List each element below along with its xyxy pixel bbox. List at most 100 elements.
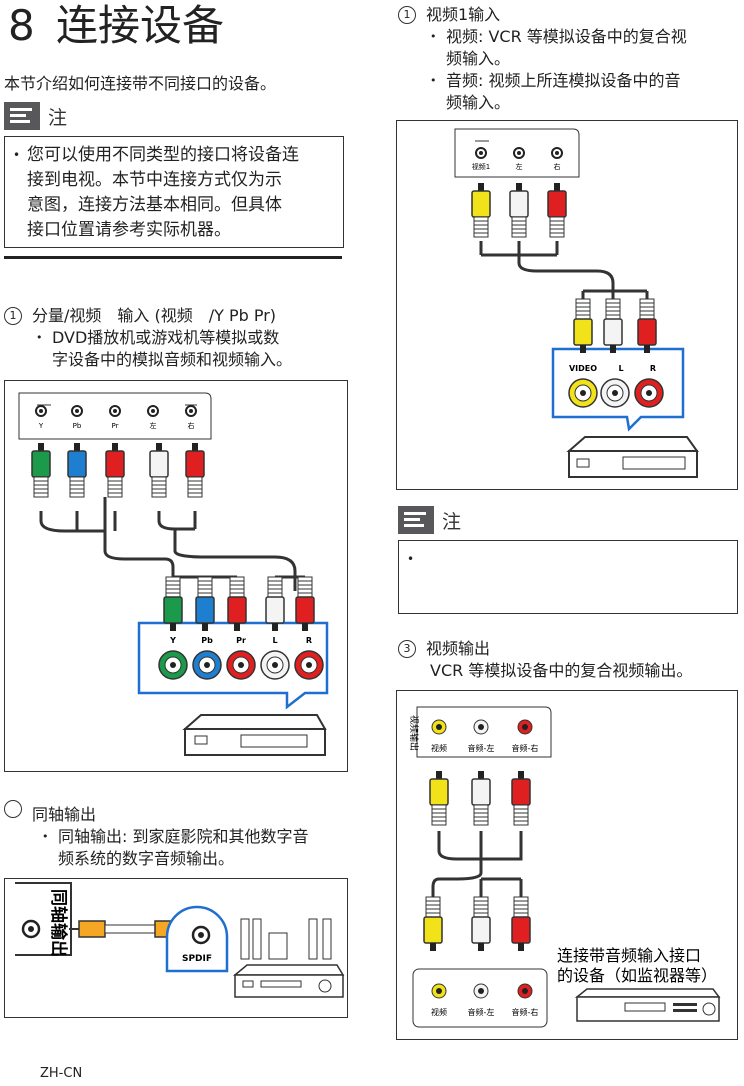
chapter-number: 8 (8, 1, 35, 50)
source-device-icon (182, 714, 327, 756)
jack-icon (517, 719, 533, 735)
note-body (398, 540, 738, 614)
note-2: 注 (398, 506, 738, 614)
jack-icon (71, 405, 83, 417)
bullet-line: 频输入。 (446, 93, 511, 112)
jack-icon (475, 147, 487, 159)
marker (4, 800, 22, 818)
jack-icon (260, 650, 290, 680)
jack-label: Pb (201, 636, 213, 645)
page-footer: ZH-CN (40, 1066, 83, 1081)
rca-plug-icon (471, 896, 491, 951)
bullet-line: DVD播放机或游戏机等模拟或数 (52, 328, 280, 347)
jack-label: Pr (112, 422, 119, 430)
figure-video-output: 视频输出 连接带音频输入接口 的设备（如监视器等） 视频音频-左音频-右视频音频… (396, 690, 738, 1040)
tv-side-label: 视频输出 (408, 715, 420, 751)
bullet: 同轴输出: 到家庭影院和其他数字音 频系统的数字音频输出。 (42, 826, 354, 870)
bullet-line: 视频: VCR 等模拟设备中的复合视 (446, 27, 687, 46)
section-heading: 3 视频输出 (398, 638, 742, 660)
section-divider (4, 256, 342, 259)
heading-text: 同轴输出 (32, 805, 97, 824)
chapter-title: 8 连接设备 (8, 2, 224, 50)
rca-plug-icon (511, 896, 531, 951)
jack-label: Y (38, 422, 44, 430)
rca-plug-icon (227, 576, 247, 631)
rca-plug-icon (603, 298, 623, 353)
bullet: DVD播放机或游戏机等模拟或数 字设备中的模拟音频和视频输入。 (36, 327, 344, 371)
device-caption-line: 连接带音频输入接口 (557, 946, 701, 965)
device-caption-line: 的设备（如监视器等） (557, 966, 717, 985)
note-header: 注 (398, 506, 738, 534)
tv-coax-label: 同轴输出 (48, 889, 69, 957)
jack-icon (634, 378, 664, 408)
section-heading: 1 视频1输入 (398, 4, 742, 26)
heading-text: 视频1输入 (426, 5, 501, 24)
note-header: 注 (4, 102, 344, 130)
jack-label: Pb (73, 422, 82, 430)
jack-icon (226, 650, 256, 680)
note-1: 注 您可以使用不同类型的接口将设备连 接到电视。本节中连接方式仅为示 意图，连接… (4, 102, 344, 248)
bullet-line: 频输入。 (446, 49, 511, 68)
marker: 3 (398, 640, 416, 658)
spdif-label: SPDIF (182, 954, 212, 964)
note-line: 接到电视。本节中连接方式仅为示 (27, 170, 282, 190)
bullet-line: 频系统的数字音频输出。 (58, 849, 235, 868)
bullet-line: 同轴输出: 到家庭影院和其他数字音 (58, 827, 309, 846)
jack-icon (473, 983, 489, 999)
jack-label: Y (169, 636, 176, 645)
jack-icon (192, 650, 222, 680)
jack-label: 视频 (431, 1007, 447, 1017)
intro-text: 本节介绍如何连接带不同接口的设备。 (4, 74, 277, 93)
heading-text: 视频输出 (426, 639, 491, 658)
jack-label: VIDEO (569, 364, 597, 373)
note-icon (4, 102, 40, 130)
section-component: 1 分量/视频 输入 (视频 /Y Pb Pr) DVD播放机或游戏机等模拟或数 … (4, 305, 344, 371)
rca-plug-icon (637, 298, 657, 353)
monitor-device-icon (574, 988, 721, 1022)
rca-plug-icon (265, 576, 285, 631)
rca-plug-icon (295, 576, 315, 631)
jack-label: L (618, 364, 623, 373)
note-line: 您可以使用不同类型的接口将设备连 (27, 145, 299, 165)
rca-plug-icon (511, 771, 531, 826)
jack-label: R (306, 636, 312, 645)
rca-plug-icon (149, 443, 169, 498)
jack-icon (431, 719, 447, 735)
note-line: 接口位置请参考实际机器。 (27, 220, 231, 240)
note-body: 您可以使用不同类型的接口将设备连 接到电视。本节中连接方式仅为示 意图，连接方法… (4, 136, 344, 248)
jack-label: 视频 (431, 743, 447, 753)
source-device-icon (566, 436, 699, 478)
jack-label: L (272, 636, 277, 645)
jack-icon (147, 405, 159, 417)
figure-coax-connection: 同轴输出 SPDIF (4, 878, 348, 1018)
jack-icon (551, 147, 563, 159)
rca-plug-icon (67, 443, 87, 498)
marker: 1 (4, 307, 22, 325)
rca-plug-icon (195, 576, 215, 631)
jack-label: R (650, 364, 656, 373)
jack-icon (600, 378, 630, 408)
jack-icon (35, 405, 47, 417)
rca-plug-icon (471, 183, 491, 238)
jack-icon (513, 147, 525, 159)
tv-coax-jack: 同轴输出 (15, 882, 72, 957)
rca-plug-icon (105, 443, 125, 498)
bullet-line: 音频: 视频上所连模拟设备中的音 (446, 71, 681, 90)
home-theater-icon (232, 918, 345, 998)
rca-plug-icon (423, 896, 443, 951)
section-heading: 同轴输出 (4, 800, 354, 826)
spdif-jack: SPDIF (165, 905, 229, 973)
rca-plug-icon (471, 771, 491, 826)
jack-label: 音频-左 (468, 1007, 495, 1017)
section-heading: 1 分量/视频 输入 (视频 /Y Pb Pr) (4, 305, 344, 327)
chapter-title-text: 连接设备 (56, 1, 225, 50)
note-icon (398, 506, 434, 534)
note-label: 注 (442, 510, 462, 533)
marker: 1 (398, 6, 416, 24)
jack-label: 视频1 (472, 162, 490, 171)
jack-icon (294, 650, 324, 680)
heading-text: 分量/视频 输入 (视频 /Y Pb Pr) (32, 306, 277, 325)
jack-label: 左 (516, 162, 523, 171)
jack-label: Pr (236, 636, 246, 645)
